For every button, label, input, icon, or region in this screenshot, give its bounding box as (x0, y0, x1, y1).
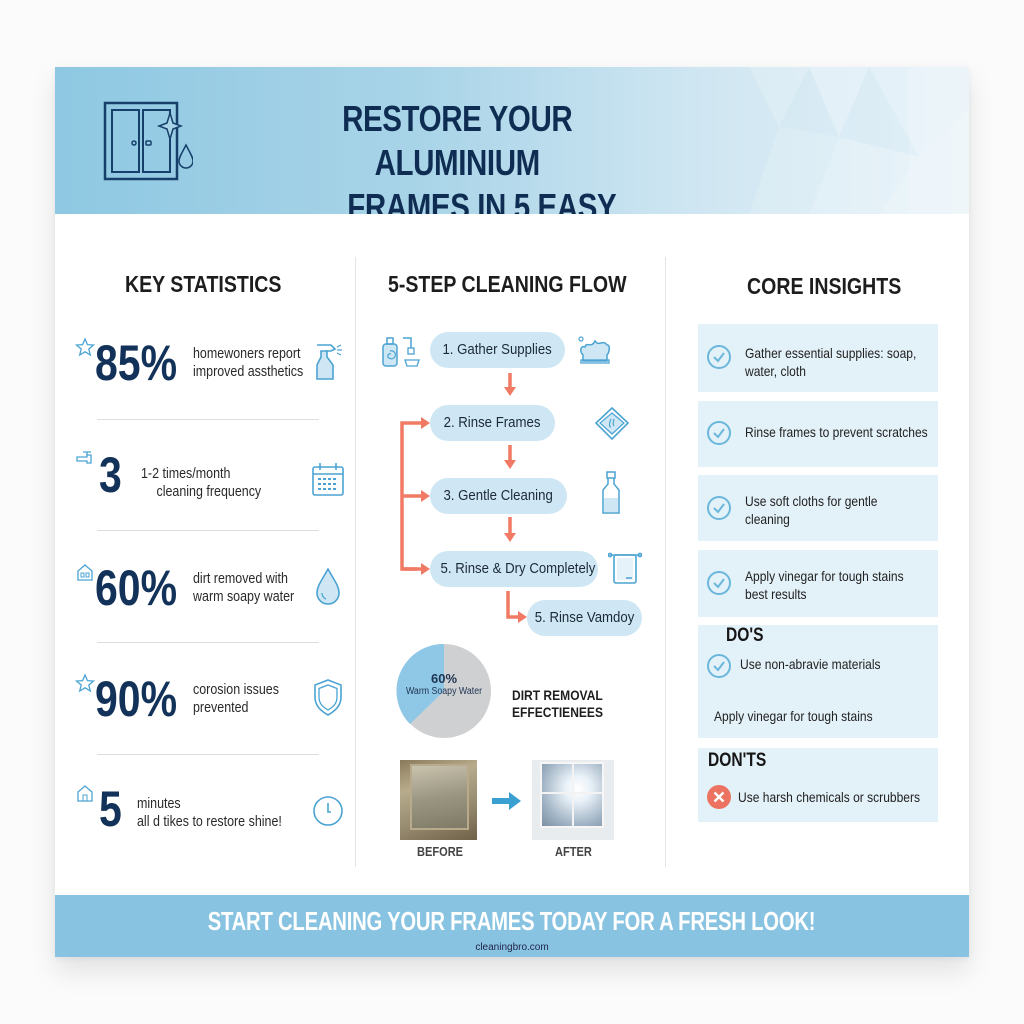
flow-step-2: 2. Rinse Frames (430, 405, 555, 441)
title-line-2: FRAMES IN 5 EASY STEPS! (347, 186, 617, 214)
dos-item: Use non-abravie materials (740, 656, 881, 672)
insight-item: Apply vinegar for tough stains best resu… (698, 550, 938, 617)
flow-step-4: 5. Rinse & Dry Completely (430, 551, 598, 587)
towel-icon (608, 552, 642, 584)
before-photo (400, 760, 477, 840)
pie-sublabel: Warm Soapy Water (405, 686, 483, 697)
stat-value: 85% (95, 335, 178, 391)
dos-box: DO'S Use non-abravie materials Apply vin… (698, 625, 938, 738)
x-circle-icon (707, 785, 731, 809)
dos-item: Apply vinegar for tough stains (714, 708, 873, 724)
page-title: RESTORE YOUR ALUMINIUM FRAMES IN 5 EASY … (285, 97, 629, 214)
footer-cta-banner: START CLEANING YOUR FRAMES TODAY FOR A F… (55, 895, 969, 957)
stat-separator (97, 642, 319, 643)
footer-cta: START CLEANING YOUR FRAMES TODAY FOR A F… (208, 906, 816, 936)
infographic-card: RESTORE YOUR ALUMINIUM FRAMES IN 5 EASY … (55, 67, 969, 957)
soap-and-faucet-icon (382, 337, 420, 367)
calendar-icon (312, 463, 344, 496)
flow-step-5: 5. Rinse Vamdoy (527, 600, 642, 636)
before-label: BEFORE (417, 844, 464, 859)
shield-icon (314, 679, 342, 716)
pie-label: 60% Warm Soapy Water (396, 671, 492, 697)
dos-heading: DO'S (726, 625, 764, 646)
key-statistics-heading: KEY STATISTICS (125, 271, 282, 297)
window-sparkle-droplet-icon (103, 101, 193, 181)
stat-separator (97, 530, 319, 531)
star-icon (75, 673, 95, 693)
arrow-right-icon (492, 792, 521, 810)
insight-item: Use soft cloths for gentle cleaning (698, 475, 938, 541)
spray-bottle-icon (316, 344, 342, 380)
check-circle-icon (707, 571, 731, 595)
core-insights-heading: CORE INSIGHTS (747, 273, 902, 299)
donts-heading: DON'TS (708, 750, 767, 771)
house-icon (77, 785, 93, 802)
star-icon (75, 337, 95, 357)
header-banner: RESTORE YOUR ALUMINIUM FRAMES IN 5 EASY … (55, 67, 969, 214)
check-circle-icon (707, 654, 731, 678)
check-circle-icon (707, 421, 731, 445)
stat-description: minutes all d tikes to restore shine! (137, 796, 282, 830)
stat-description: 1-2 times/month cleaning frequency (141, 466, 262, 500)
column-divider (355, 257, 356, 867)
stat-item: 60% dirt removed with warm soapy water (75, 560, 340, 640)
pie-percentage: 60% (430, 671, 458, 686)
sponge-icon (594, 406, 630, 441)
cleaning-flow-heading: 5-STEP CLEANING FLOW (388, 271, 627, 297)
after-label: AFTER (555, 844, 592, 859)
geometric-pattern (749, 67, 969, 214)
stat-description: homewoners report improved assthetics (193, 346, 304, 380)
after-photo (532, 760, 614, 840)
stat-item: 3 1-2 times/month cleaning frequency (75, 447, 344, 527)
stat-item: 90% corosion issues prevented (75, 671, 342, 751)
stat-value: 60% (95, 560, 178, 616)
stat-value: 3 (99, 447, 122, 503)
house-icon (77, 564, 93, 581)
insight-item: Rinse frames to prevent scratches (698, 401, 938, 467)
flow-step-3: 3. Gentle Cleaning (430, 478, 567, 514)
stat-value: 90% (95, 671, 178, 727)
donts-item: Use harsh chemicals or scrubbers (738, 789, 921, 805)
stat-separator (97, 754, 319, 755)
stat-item: 85% homewoners report improved assthetic… (75, 335, 342, 415)
stat-description: corosion issues prevented (193, 682, 279, 716)
donts-box: DON'TS Use harsh chemicals or scrubbers (698, 748, 938, 822)
title-line-1: RESTORE YOUR ALUMINIUM (342, 98, 573, 183)
footer-url: cleaningbro.com (475, 942, 549, 953)
stat-value: 5 (99, 781, 122, 837)
water-drop-icon (316, 567, 340, 605)
splash-icon (578, 336, 611, 364)
stat-item: 5 minutes all d tikes to restore shine! (75, 781, 343, 861)
clock-icon (313, 796, 343, 826)
faucet-icon (76, 451, 92, 464)
stat-description: dirt removed with warm soapy water (193, 571, 295, 605)
pie-chart-title: DIRT REMOVAL EFFECTIENEES (512, 687, 603, 720)
dirt-removal-pie-chart (396, 643, 491, 738)
column-divider (665, 257, 666, 867)
check-circle-icon (707, 496, 731, 520)
flow-step-1: 1. Gather Supplies (430, 332, 565, 368)
bottle-icon (602, 471, 620, 514)
check-circle-icon (707, 345, 731, 369)
stat-separator (97, 419, 319, 420)
insight-item: Gather essential supplies: soap, water, … (698, 324, 938, 392)
